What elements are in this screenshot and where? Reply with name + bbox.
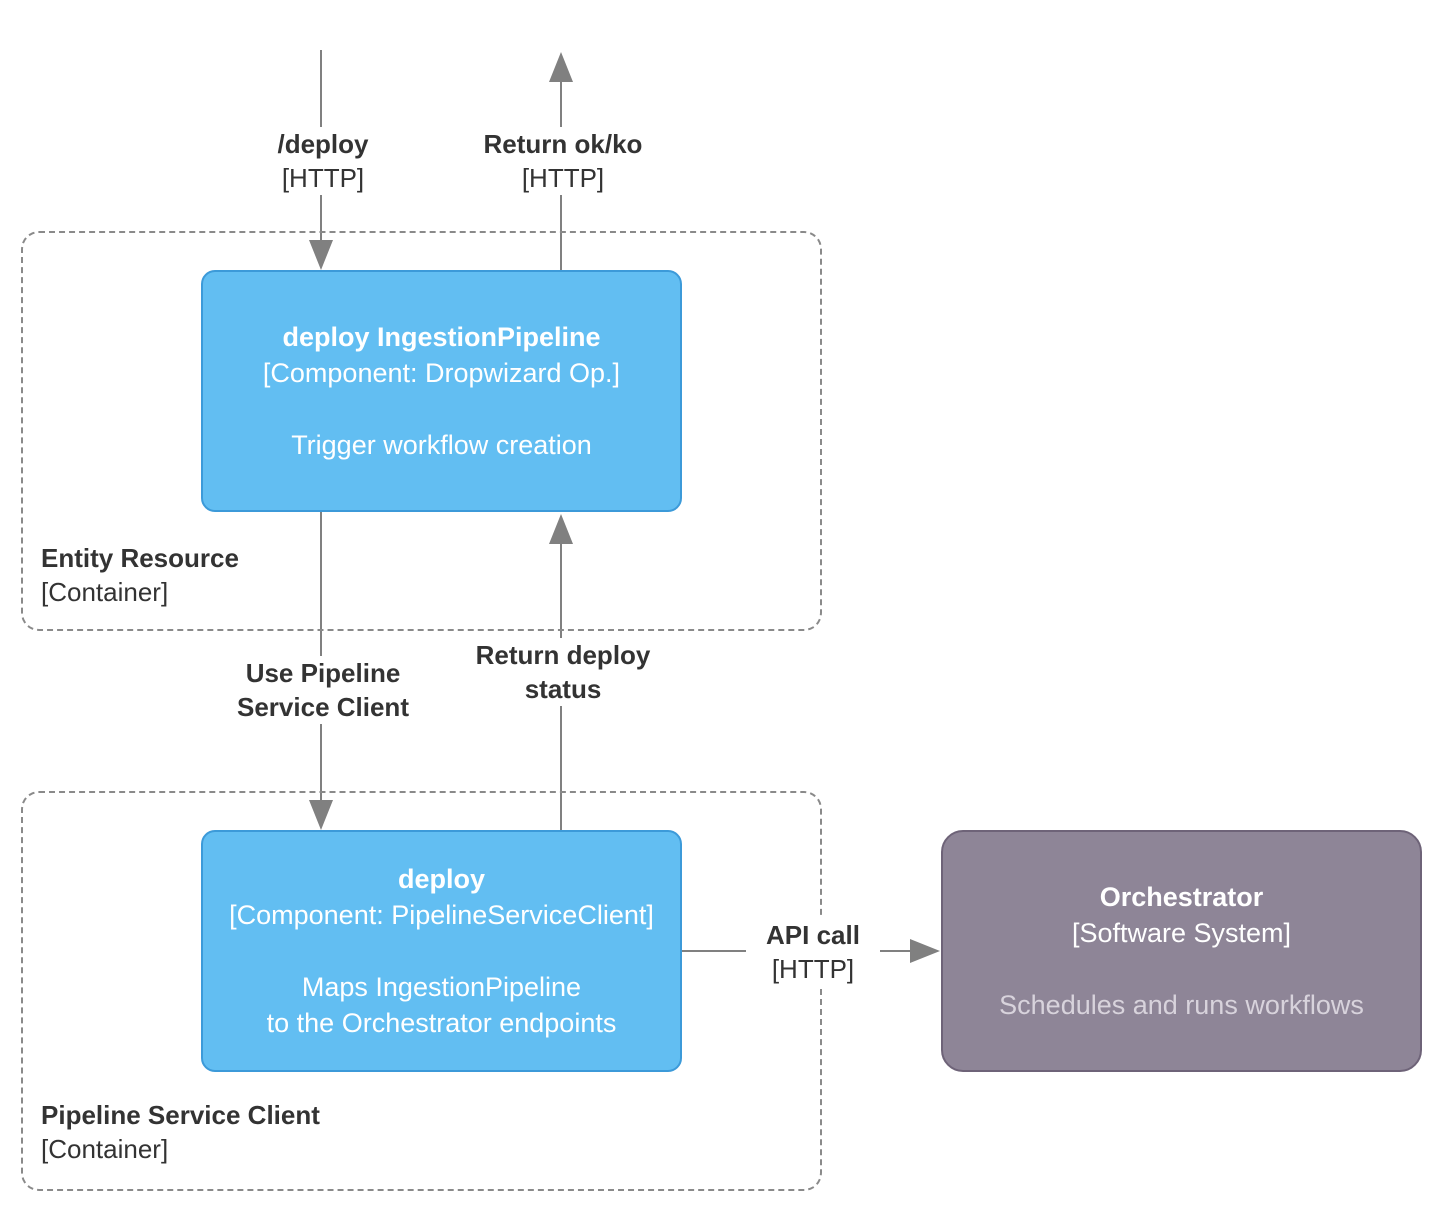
label-line: status	[524, 674, 602, 704]
arrowhead	[309, 800, 333, 830]
edge-label-use-pipeline-service-client: Use Pipeline Service Client	[211, 656, 435, 724]
orchestrator-system[interactable]: Orchestrator [Software System] Schedules…	[941, 830, 1422, 1072]
component-title: deploy IngestionPipeline	[282, 322, 601, 352]
edge-label-text: Return deploy status	[453, 638, 673, 706]
edge-label-text: /deploy	[277, 129, 369, 159]
arrowhead	[549, 514, 573, 544]
system-title: Orchestrator	[1099, 882, 1264, 912]
arrowhead	[910, 939, 940, 963]
edge-label-technology: [HTTP]	[771, 954, 855, 984]
boundary-type: [Container]	[41, 577, 169, 607]
boundary-title: Entity Resource	[41, 543, 239, 573]
component-technology: [Component: Dropwizard Op.]	[262, 358, 621, 388]
system-description: Schedules and runs workflows	[999, 990, 1364, 1020]
pipeline-service-client-label: Pipeline Service Client [Container]	[41, 1098, 320, 1166]
edge-label-text: Return ok/ko	[483, 129, 643, 159]
edge-label-technology: [HTTP]	[281, 163, 365, 193]
edge-label-technology: [HTTP]	[521, 163, 605, 193]
edge-label-api-call: API call [HTTP]	[746, 918, 880, 986]
component-description: Trigger workflow creation	[291, 430, 592, 460]
arrowhead	[309, 240, 333, 270]
edge-label-return-ok-ko: Return ok/ko [HTTP]	[441, 127, 685, 195]
label-line: Use Pipeline	[245, 658, 401, 688]
edge-label-text: Use Pipeline Service Client	[213, 656, 433, 724]
label-line: Service Client	[237, 692, 409, 722]
boundary-type: [Container]	[41, 1134, 169, 1164]
arrowhead	[549, 52, 573, 82]
entity-resource-label: Entity Resource [Container]	[41, 541, 239, 609]
description-line: to the Orchestrator endpoints	[266, 1008, 617, 1038]
description-line: Maps IngestionPipeline	[301, 972, 582, 1002]
edge-label-text: API call	[766, 920, 860, 950]
component-title: deploy	[397, 864, 485, 894]
component-description: Maps IngestionPipeline to the Orchestrat…	[267, 969, 617, 1041]
pipeline-service-client-boundary	[21, 791, 822, 1191]
system-type: [Software System]	[1071, 918, 1292, 948]
edge-label-return-deploy-status: Return deploy status	[451, 638, 675, 706]
entity-resource-boundary	[21, 231, 822, 631]
boundary-title: Pipeline Service Client	[41, 1100, 320, 1130]
edge-label-deploy: /deploy [HTTP]	[221, 127, 425, 195]
component-technology: [Component: PipelineServiceClient]	[229, 900, 654, 930]
deploy-component[interactable]: deploy [Component: PipelineServiceClient…	[201, 830, 682, 1072]
deploy-ingestion-pipeline-component[interactable]: deploy IngestionPipeline [Component: Dro…	[201, 270, 682, 512]
label-line: Return deploy	[475, 640, 651, 670]
